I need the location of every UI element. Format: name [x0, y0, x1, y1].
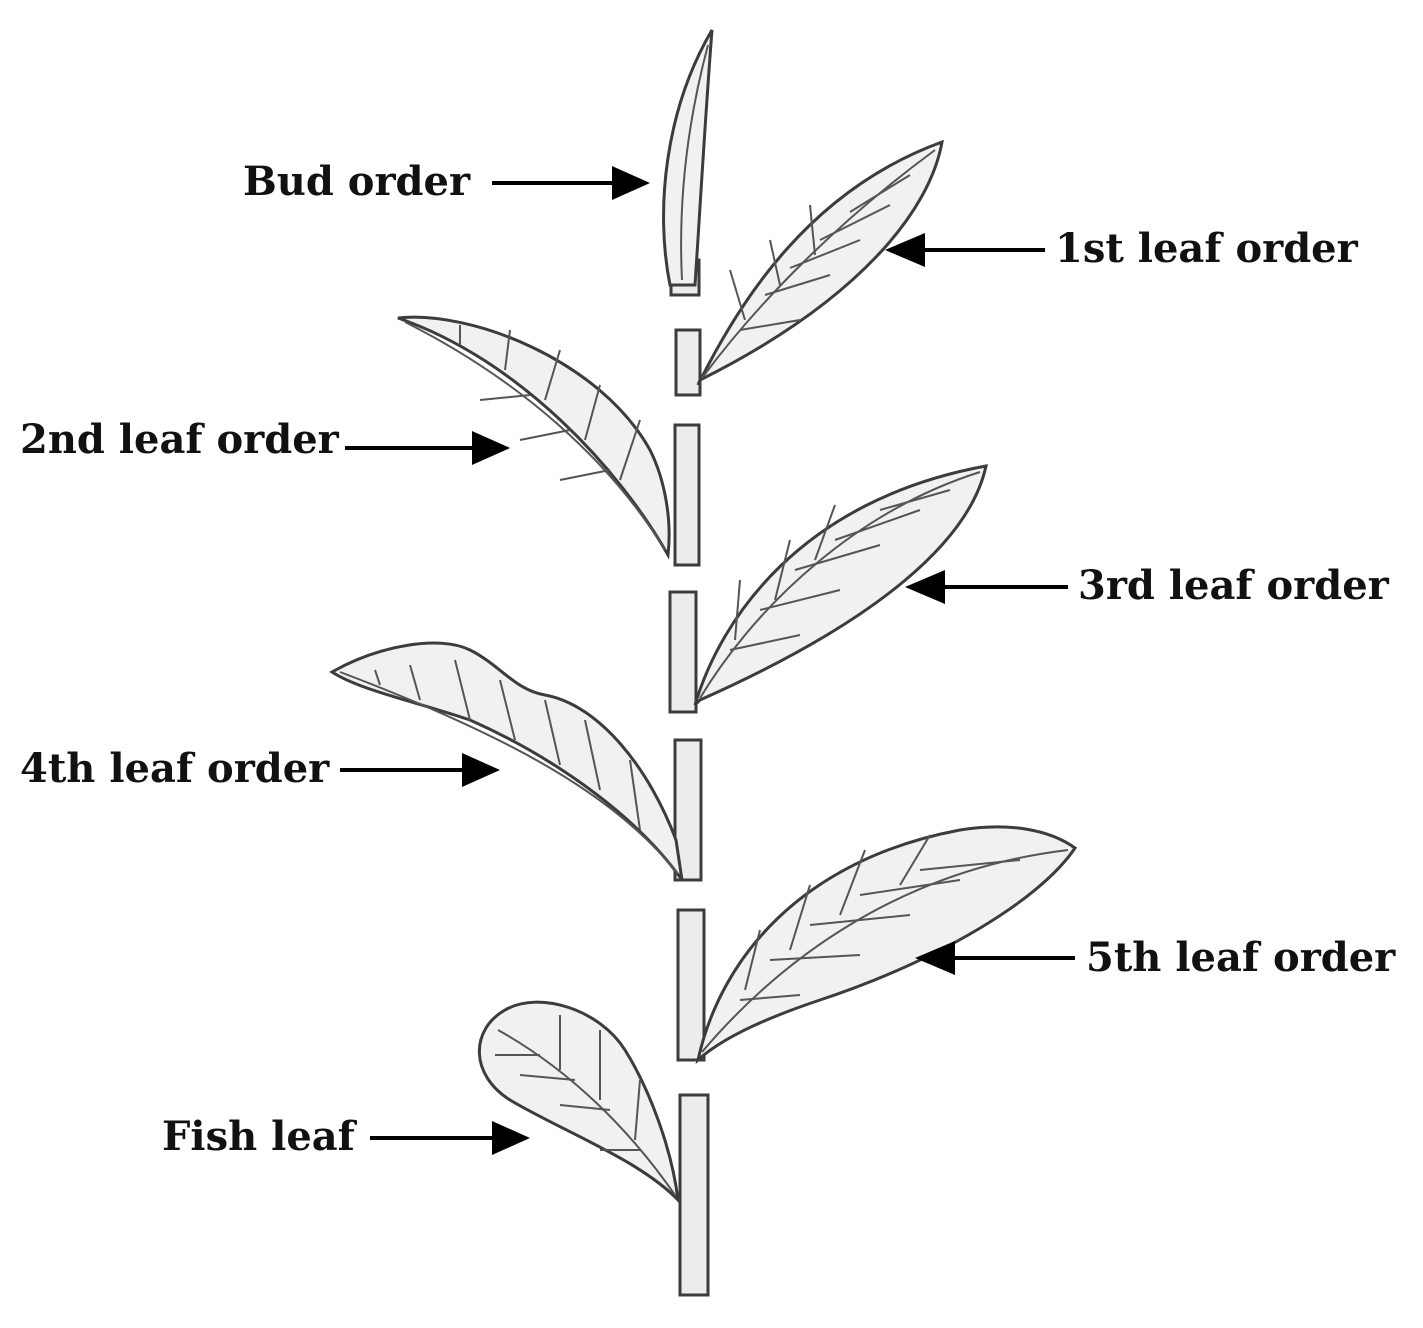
leaf-5-blade	[695, 825, 1078, 1065]
leaf-1-veins	[729, 174, 911, 331]
leaf-4-veins	[374, 659, 641, 831]
label-1st-leaf-order: 1st leaf order	[1055, 225, 1358, 272]
stem-segment-7	[678, 1093, 710, 1297]
arrow-fish	[370, 1121, 530, 1155]
leaf-2-blade	[397, 315, 671, 560]
bud-shape	[662, 29, 714, 287]
stem-segment-2	[674, 328, 702, 397]
stem-segment-6	[676, 908, 706, 1062]
stem-segment-4	[668, 590, 698, 714]
label-5th-leaf-order: 5th leaf order	[1086, 934, 1396, 981]
arrow-leaf-2	[345, 431, 510, 465]
leaf-3	[693, 464, 988, 707]
leaf-5	[695, 825, 1078, 1065]
leaf-4-blade	[329, 641, 684, 881]
fish-leaf-midrib	[497, 1029, 676, 1196]
label-4th-leaf-order: 4th leaf order	[20, 745, 330, 792]
fish-leaf	[477, 1000, 681, 1205]
bud	[662, 29, 714, 287]
leaf-2	[397, 315, 671, 560]
leaf-1-blade	[696, 139, 944, 386]
label-3rd-leaf-order: 3rd leaf order	[1078, 562, 1389, 609]
fish-leaf-veins	[495, 1015, 641, 1151]
stem-segment-3	[673, 423, 701, 567]
leaf-4	[329, 641, 684, 881]
leaf-5-veins	[739, 834, 1021, 1001]
leaf-4-midrib	[339, 671, 679, 875]
stem	[668, 258, 710, 1297]
arrow-bud	[492, 166, 650, 200]
arrow-leaf-3	[905, 570, 1068, 604]
leaf-1	[696, 139, 944, 386]
fish-leaf-blade	[477, 1000, 681, 1205]
bud-midrib	[680, 44, 709, 281]
label-2nd-leaf-order: 2nd leaf order	[20, 416, 339, 463]
arrow-leaf-5	[915, 941, 1075, 975]
leaf-1-midrib	[701, 149, 936, 379]
label-bud-order: Bud order	[243, 158, 471, 205]
arrow-leaf-1	[885, 233, 1045, 267]
leaf-2-midrib	[404, 321, 666, 551]
label-fish-leaf: Fish leaf	[162, 1113, 355, 1160]
leaf-2-veins	[459, 325, 641, 481]
arrow-leaf-4	[340, 753, 500, 787]
leaf-3-veins	[729, 489, 951, 651]
